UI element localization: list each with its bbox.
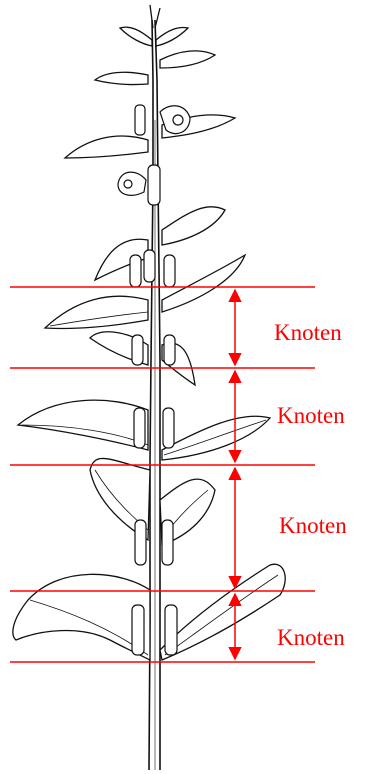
leaves [13,5,285,660]
node-label: Knoten [274,321,342,344]
node-label: Knoten [279,514,347,537]
node-label: Knoten [277,404,345,427]
node-label: Knoten [277,626,345,649]
